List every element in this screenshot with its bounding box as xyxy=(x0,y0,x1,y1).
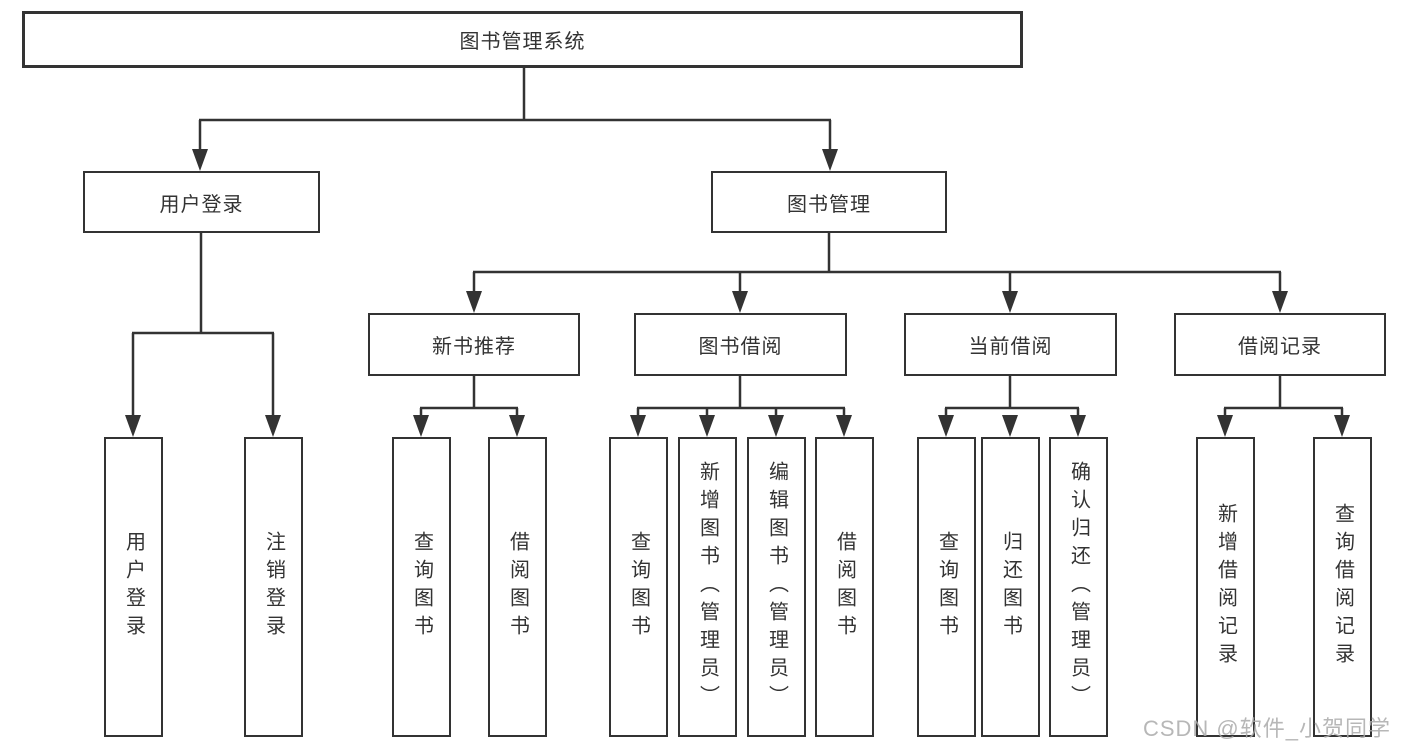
connector-arrowheads xyxy=(125,149,1350,437)
leaf-query-books-current: 查询图书 xyxy=(917,437,976,737)
leaf-add-books-admin-label: 新增图书（管理员） xyxy=(696,461,719,713)
leaf-query-borrow-record: 查询借阅记录 xyxy=(1313,437,1372,737)
leaf-query-borrow-record-label: 查询借阅记录 xyxy=(1331,503,1354,671)
node-book-management-label: 图书管理 xyxy=(787,193,871,216)
node-book-management: 图书管理 xyxy=(711,171,947,233)
csdn-watermark: CSDN @软件_小贺同学 xyxy=(1142,716,1391,741)
leaf-confirm-return-admin: 确认归还（管理员） xyxy=(1049,437,1108,737)
node-root-label: 图书管理系统 xyxy=(459,31,586,53)
node-current-borrow: 当前借阅 xyxy=(904,313,1117,376)
node-user-login-label: 用户登录 xyxy=(159,193,244,216)
node-borrow-records-label: 借阅记录 xyxy=(1238,336,1322,358)
leaf-borrow-books-recommend-label: 借阅图书 xyxy=(506,531,529,643)
node-new-book-recommend: 新书推荐 xyxy=(368,313,580,376)
node-book-borrow-label: 图书借阅 xyxy=(698,336,783,358)
leaf-edit-books-admin-label: 编辑图书（管理员） xyxy=(765,461,788,713)
connector-stems xyxy=(131,68,1344,417)
leaf-borrow-books-label: 借阅图书 xyxy=(833,531,856,643)
node-borrow-records: 借阅记录 xyxy=(1174,313,1386,376)
leaf-query-books-borrow: 查询图书 xyxy=(609,437,668,737)
leaf-return-books-label: 归还图书 xyxy=(999,531,1022,643)
leaf-add-books-admin: 新增图书（管理员） xyxy=(678,437,737,737)
leaf-query-books-current-label: 查询图书 xyxy=(935,531,958,643)
node-current-borrow-label: 当前借阅 xyxy=(968,336,1053,358)
leaf-query-books-recommend-label: 查询图书 xyxy=(410,531,433,643)
leaf-query-books-borrow-label: 查询图书 xyxy=(627,531,650,643)
leaf-logout: 注销登录 xyxy=(244,437,303,737)
node-root: 图书管理系统 xyxy=(22,11,1023,68)
leaf-user-login-label: 用户登录 xyxy=(122,531,145,643)
leaf-confirm-return-admin-label: 确认归还（管理员） xyxy=(1067,461,1090,713)
leaf-edit-books-admin: 编辑图书（管理员） xyxy=(747,437,806,737)
leaf-add-borrow-record-label: 新增借阅记录 xyxy=(1214,503,1237,671)
leaf-borrow-books: 借阅图书 xyxy=(815,437,874,737)
leaf-user-login: 用户登录 xyxy=(104,437,163,737)
node-user-login: 用户登录 xyxy=(83,171,320,233)
node-new-book-recommend-label: 新书推荐 xyxy=(432,336,516,358)
leaf-borrow-books-recommend: 借阅图书 xyxy=(488,437,547,737)
leaf-logout-label: 注销登录 xyxy=(262,531,285,643)
leaf-query-books-recommend: 查询图书 xyxy=(392,437,451,737)
node-book-borrow: 图书借阅 xyxy=(634,313,847,376)
leaf-return-books: 归还图书 xyxy=(981,437,1040,737)
leaf-add-borrow-record: 新增借阅记录 xyxy=(1196,437,1255,737)
